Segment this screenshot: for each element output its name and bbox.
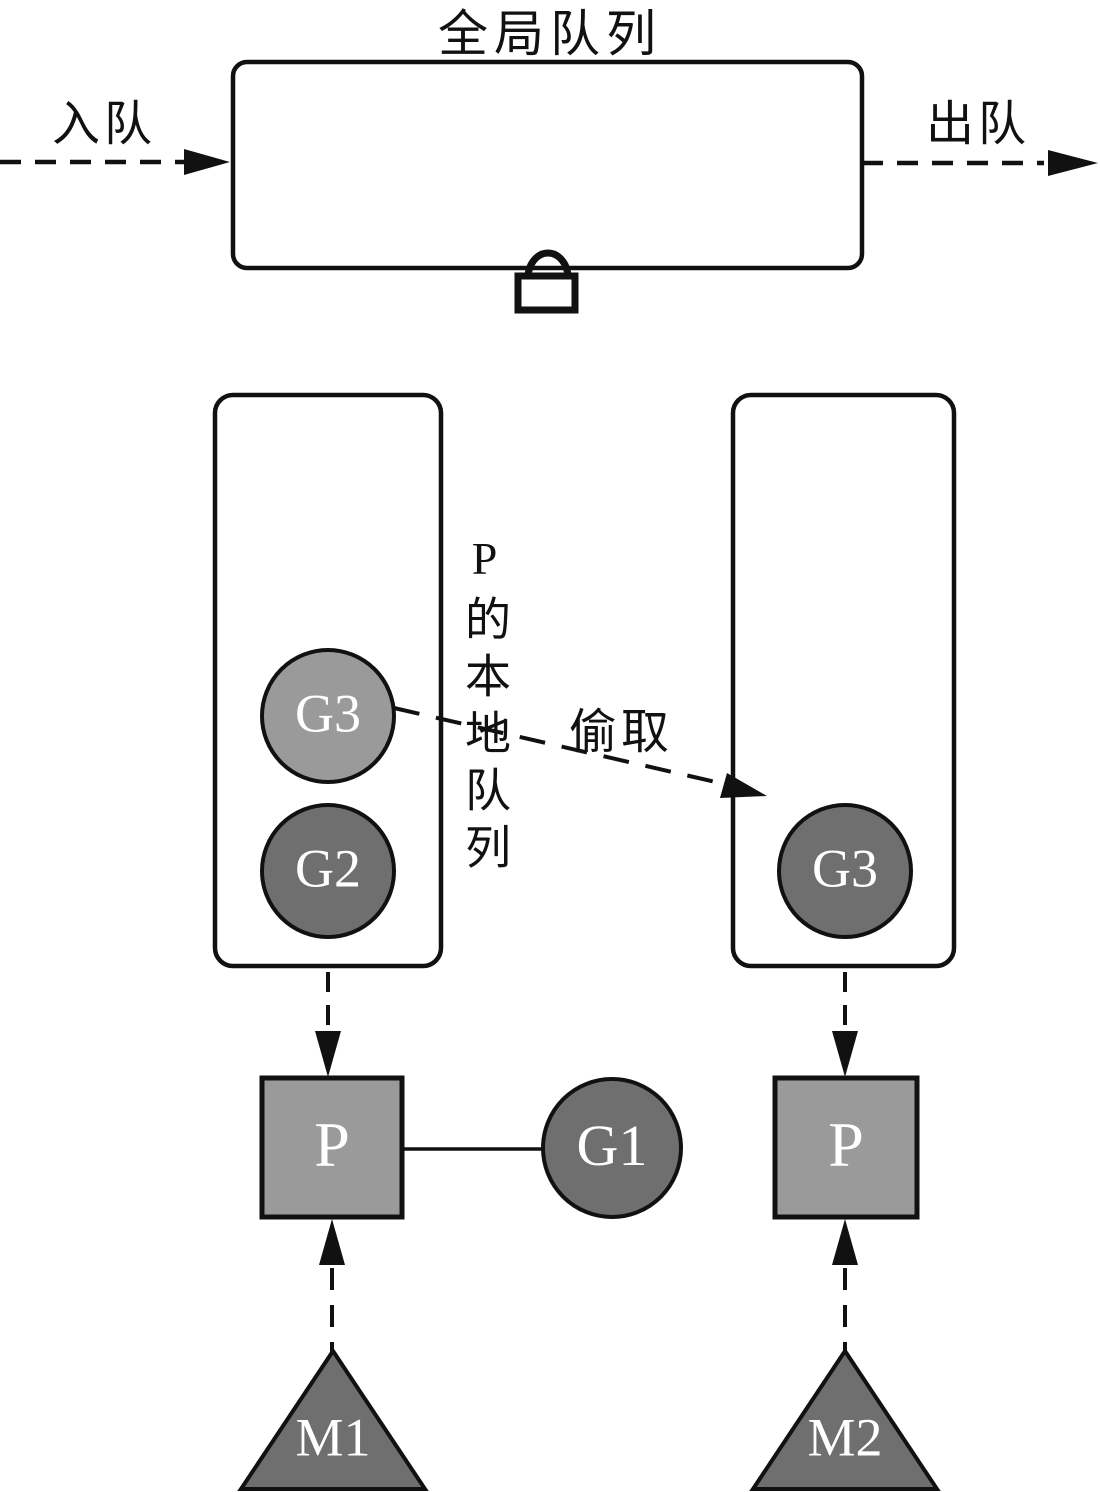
enqueue-label: 入队 [51,98,157,151]
global-queue-box [230,59,865,271]
lock-shackle-icon [524,249,572,279]
dequeue-label: 出队 [925,98,1031,151]
machine-m2-triangle [749,1347,941,1491]
goroutine-g3-left-label: G3 [295,683,361,744]
dequeue-arrowhead-icon [1048,150,1098,176]
steal-arrowhead-icon [720,773,767,798]
local-queue-right-box [730,392,957,969]
goroutine-g1-label: G1 [576,1112,648,1178]
steal-arrow-line [393,706,734,788]
processor-p-right-label: P [828,1109,864,1181]
global-queue-title: 全局队列 [438,6,662,62]
goroutine-g3-left-circle [260,648,396,784]
processor-p-left-label: P [314,1109,350,1181]
steal-label: 偷取 [568,706,674,759]
local-queue-vertical-label: P的本地队列 [459,533,510,880]
goroutine-g3-right-circle [777,803,913,939]
queue-to-p-right-arrowhead-icon [832,1031,858,1077]
goroutine-g1-circle [541,1077,683,1219]
machine-m1-triangle [237,1347,429,1491]
goroutine-g2-circle [260,803,396,939]
goroutine-g3-right-label: G3 [812,838,878,899]
machine-m2-label: M2 [807,1407,883,1468]
m1-to-p-arrowhead-icon [319,1219,345,1265]
processor-p-right-square [772,1075,920,1220]
goroutine-g2-label: G2 [295,838,361,899]
machine-m1-label: M1 [295,1407,371,1468]
lock-body-icon [514,272,579,314]
m2-to-p-arrowhead-icon [832,1219,858,1265]
queue-to-p-left-arrowhead-icon [315,1031,341,1077]
enqueue-arrowhead-icon [184,149,230,175]
